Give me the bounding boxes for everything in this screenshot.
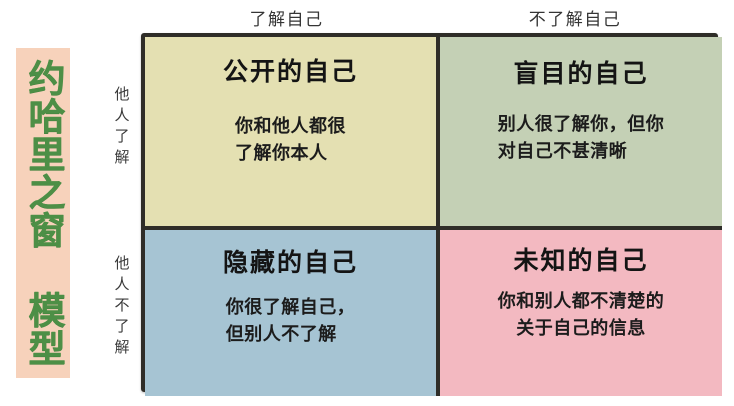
quadrant-open-self: 公开的自己 你和他人都很 了解你本人 [145, 37, 436, 226]
quadrant-hidden-self: 隐藏的自己 你很了解自己， 但别人不了解 [145, 226, 436, 396]
title-banner-text: 约哈里之窗 模型 [22, 59, 64, 367]
quadrant-unknown-self: 未知的自己 你和别人都不清楚的 关于自己的信息 [436, 226, 722, 396]
row-label-known-to-others: 他人了解 [112, 86, 130, 170]
quadrant-blind-self: 盲目的自己 别人很了解你，但你 对自己不甚清晰 [436, 37, 722, 226]
quadrant-open-self-body: 你和他人都很 了解你本人 [235, 115, 346, 164]
column-header-not-known-to-self: 不了解自己 [528, 10, 622, 29]
quadrant-unknown-self-body: 你和别人都不清楚的 关于自己的信息 [497, 290, 665, 339]
quadrant-blind-self-body: 别人很了解你，但你 对自己不甚清晰 [497, 113, 665, 162]
column-header-known-to-self: 了解自己 [249, 10, 324, 29]
quadrant-blind-self-title: 盲目的自己 [513, 60, 649, 88]
quadrant-hidden-self-title: 隐藏的自己 [222, 249, 358, 277]
quadrant-grid: 公开的自己 你和他人都很 了解你本人 盲目的自己 别人很了解你，但你 对自己不甚… [141, 33, 722, 396]
quadrant-hidden-self-body: 你很了解自己， 但别人不了解 [225, 296, 356, 345]
title-banner: 约哈里之窗 模型 [16, 48, 70, 378]
quadrant-unknown-self-title: 未知的自己 [513, 247, 649, 275]
row-label-not-known-to-others: 他人不了解 [112, 254, 130, 360]
quadrant-open-self-title: 公开的自己 [222, 58, 358, 86]
